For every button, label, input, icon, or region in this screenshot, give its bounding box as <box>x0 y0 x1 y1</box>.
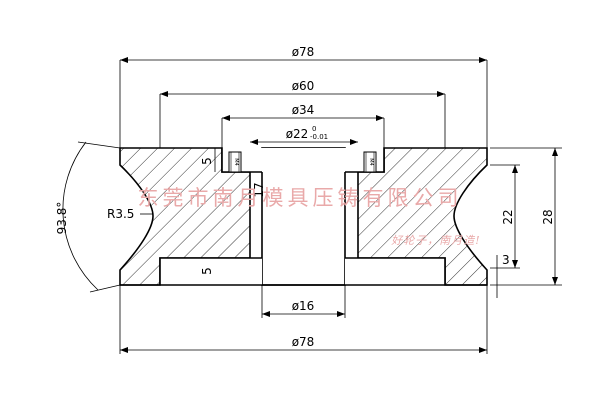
dim-flange-thickness: 3 <box>502 253 510 267</box>
thread-label-right: M4 <box>368 158 374 166</box>
dim-bore-tol-upper: 0 <box>312 125 316 133</box>
dim-outer-bottom: ø78 <box>292 335 315 349</box>
dim-recess-bottom: 5 <box>200 267 214 275</box>
thread-label-left: M4 <box>233 158 239 166</box>
arrowheads <box>120 57 558 353</box>
dim-bore: ø22 <box>286 127 309 141</box>
watermark-company: 东莞市南月模具压铸有限公司 <box>138 186 463 210</box>
dimension-lines <box>62 59 562 354</box>
dim-bore-depth: 17 <box>252 182 266 197</box>
top-recess <box>222 148 384 172</box>
dim-groove-angle: 93.8° <box>55 202 69 235</box>
dim-total-height: 28 <box>541 209 555 224</box>
dim-groove-radius: R3.5 <box>107 207 134 221</box>
dim-hub-outer: ø60 <box>292 79 315 93</box>
watermark-slogan: 好轮子，南月造! <box>391 234 480 247</box>
bottom-recess <box>160 258 262 285</box>
dim-outer-top: ø78 <box>292 45 315 59</box>
wheel-section <box>119 147 488 286</box>
dim-bolt-circle: ø34 <box>292 103 315 117</box>
dim-groove-height: 22 <box>501 209 515 224</box>
thread-hole-right <box>363 151 377 173</box>
dim-bore-bottom: ø16 <box>292 299 315 313</box>
dim-recess-top: 5 <box>200 157 214 165</box>
dim-bore-tol-lower: -0.01 <box>310 133 328 141</box>
thread-hole-left <box>228 151 242 173</box>
